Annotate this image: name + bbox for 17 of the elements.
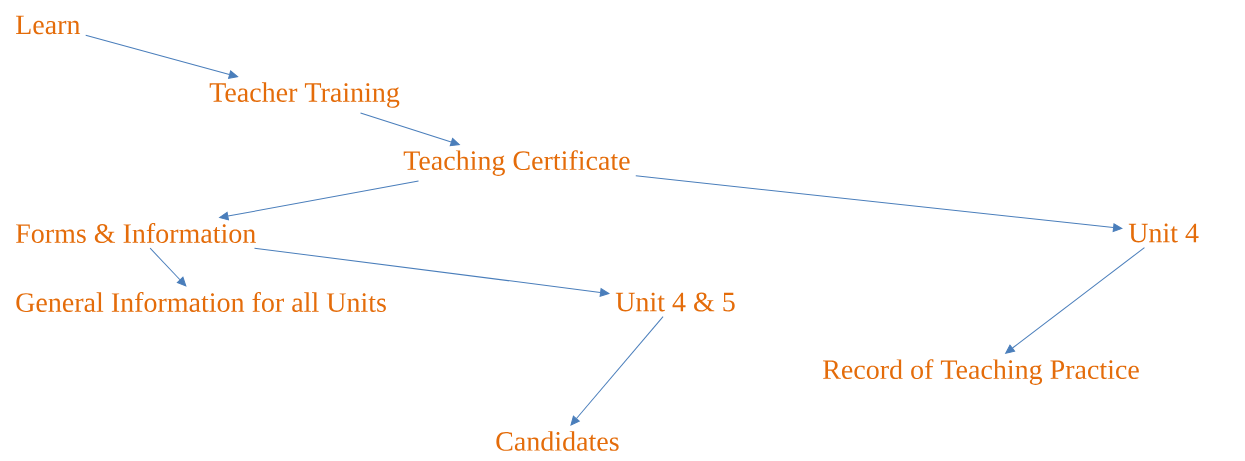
arrow <box>149 247 187 287</box>
arrow <box>254 247 610 297</box>
arrow <box>85 34 239 79</box>
node-text: Unit 4 <box>1128 223 1199 243</box>
arrow <box>570 316 664 426</box>
arrow <box>219 180 419 221</box>
node-text: Candidates <box>496 431 619 451</box>
arrow <box>635 175 1123 232</box>
node-text: Record of Teaching Practice <box>823 359 1139 385</box>
node-text: Teacher Training <box>209 82 400 108</box>
node-text: Unit 4 & 5 <box>615 292 735 312</box>
arrow <box>1005 247 1145 354</box>
node-text: General Information for all Units <box>16 292 386 312</box>
node-text: Learn <box>16 15 81 35</box>
arrow <box>360 112 460 147</box>
node-text: Forms & Information <box>16 223 256 243</box>
node-text: Teaching Certificate <box>403 150 630 176</box>
